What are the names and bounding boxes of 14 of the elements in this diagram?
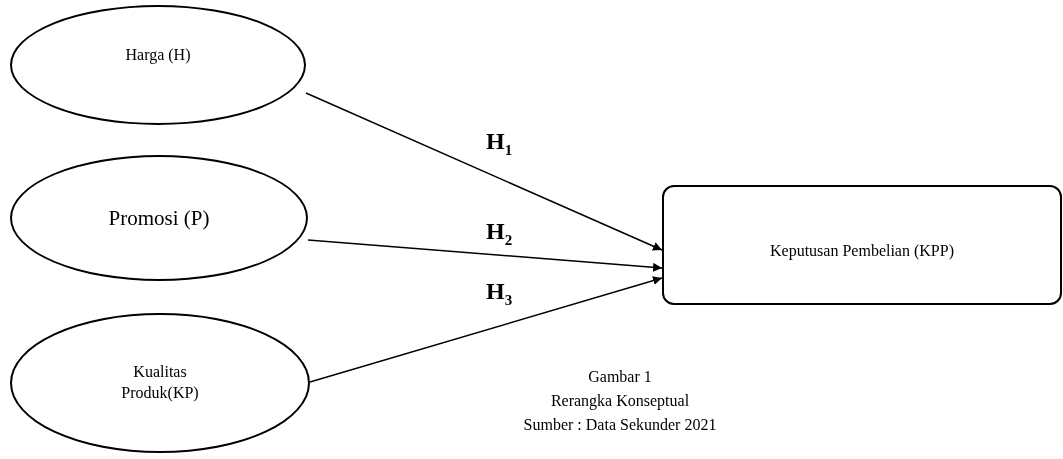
arrow <box>309 276 663 383</box>
node-label: Harga (H) <box>125 45 191 66</box>
caption-text: Sumber : Data Sekunder 2021 <box>522 416 718 434</box>
node-label: Promosi (P) <box>108 205 210 232</box>
caption-text: Rerangka Konseptual <box>549 392 691 410</box>
caption-text: Gambar 1 <box>587 368 653 386</box>
node-label: Kualitas Produk(KP) <box>120 362 200 403</box>
variable-box <box>662 185 1062 305</box>
arrow <box>305 92 663 251</box>
edge-label: H$_{2}$ <box>486 218 513 249</box>
arrow <box>307 239 663 272</box>
edge-label: H$_{1}$ <box>486 128 513 159</box>
node-label: Keputusan Pembelian (KPP) <box>770 240 954 262</box>
edge-label: H$_{3}$ <box>486 278 513 309</box>
